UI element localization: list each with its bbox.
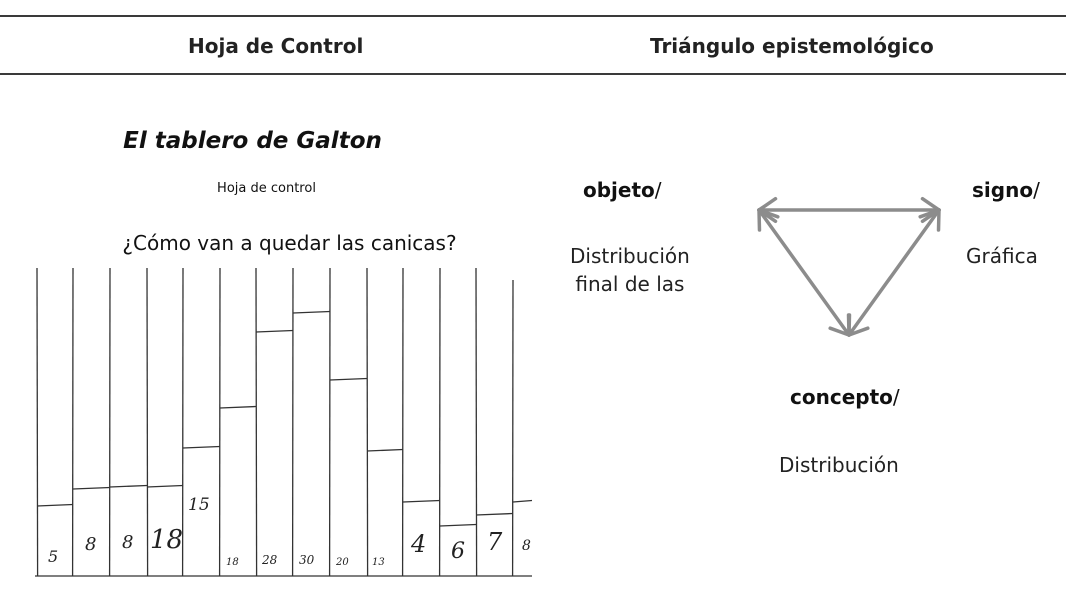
objeto-label: objeto/: [583, 178, 662, 202]
bin-divider: [36, 267, 39, 577]
table-header-rule: [0, 73, 1066, 75]
column-header-epistemological-triangle: Triángulo epistemológico: [650, 34, 934, 58]
bin-fill-line: [146, 484, 184, 488]
arrowhead: [918, 208, 941, 219]
bin-count-label-small: 30: [299, 553, 315, 567]
bin-fill-line: [402, 499, 441, 503]
control-sheet-title: El tablero de Galton: [123, 128, 382, 154]
bin-fill-line: [475, 512, 514, 516]
arrowhead: [828, 326, 851, 337]
bin-count-label-small: 18: [226, 557, 239, 568]
bin-fill-line: [366, 448, 404, 452]
bin-fill-line: [329, 377, 368, 381]
bin-count-label: 7: [487, 528, 503, 556]
objeto-text: Distribución final de las: [570, 244, 690, 296]
concepto-label: concepto/: [790, 385, 900, 409]
bin-count-label: 8: [122, 532, 133, 553]
control-sheet-question: ¿Cómo van a quedar las canicas?: [122, 231, 457, 255]
bin-fill-line: [512, 499, 533, 503]
bin-fill-line: [255, 329, 294, 333]
bin-fill-line: [182, 445, 221, 449]
table-top-rule: [0, 15, 1066, 17]
arrowhead: [847, 326, 870, 337]
arrow-objeto-concepto: [757, 208, 851, 337]
bin-count-label: 8: [85, 534, 96, 555]
bin-fill-line: [292, 310, 331, 314]
column-header-control-sheet: Hoja de Control: [188, 34, 364, 58]
bin-divider: [475, 267, 478, 577]
bin-fill-line: [219, 405, 257, 409]
bin-count-label: 6: [451, 539, 465, 564]
control-sheet-subtitle: Hoja de control: [217, 181, 316, 196]
bin-fill-line: [72, 486, 111, 490]
signo-label: signo/: [972, 178, 1040, 202]
concepto-text: Distribución: [779, 453, 899, 477]
bin-count-label: 8: [522, 538, 531, 554]
bin-count-label: 4: [410, 530, 426, 558]
bin-count-label: 18: [150, 525, 183, 555]
bin-fill-line: [439, 523, 477, 527]
bin-divider: [146, 267, 149, 577]
bin-count-label: 5: [48, 547, 58, 566]
bin-count-label-small: 20: [335, 557, 349, 568]
bin-fill-line: [109, 484, 148, 488]
bin-divider: [255, 267, 258, 577]
bin-count-label-small: 13: [372, 557, 385, 568]
bin-fill-line: [36, 503, 74, 507]
arrow-signo-concepto: [847, 208, 941, 337]
triangle-arrows: [757, 196, 941, 337]
arrowhead: [920, 196, 941, 212]
arrowhead: [757, 208, 780, 219]
bin-count-label-small: 28: [261, 553, 278, 567]
signo-text: Gráfica: [966, 244, 1038, 268]
bin-divider: [366, 267, 369, 577]
arrowhead: [757, 196, 778, 212]
bin-count-label: 15: [188, 495, 210, 515]
